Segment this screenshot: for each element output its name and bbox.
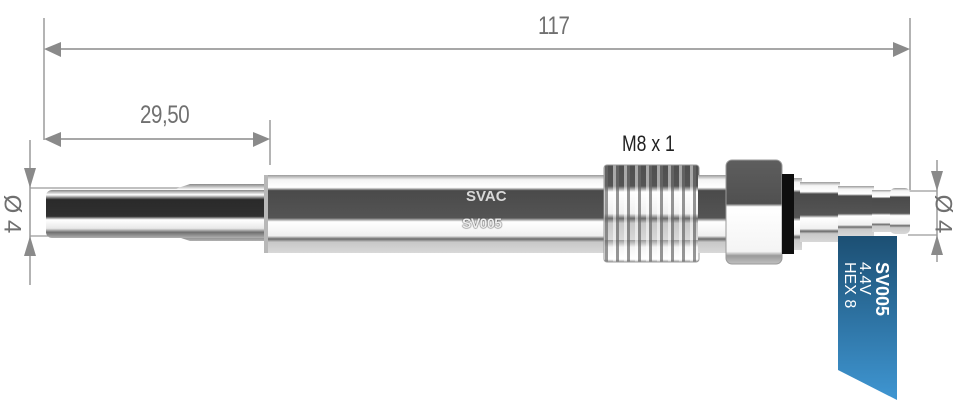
seal-washer [782, 174, 794, 254]
thread-spec-label: M8 x 1 [622, 131, 675, 156]
washer-edge [794, 178, 802, 250]
tip-diameter-label: Ø 4 [0, 194, 26, 234]
tag-voltage: 4.4V [856, 262, 873, 295]
neck [698, 175, 728, 253]
heater-tip [46, 184, 270, 241]
terminal-diameter-dimension [908, 160, 943, 262]
terminal-diameter-label: Ø 4 [929, 194, 957, 234]
tag-hex-size: HEX 8 [841, 262, 858, 309]
tag-part-number: SV005 [872, 262, 892, 317]
tip-length-label: 29,50 [140, 101, 190, 129]
hex-nut [725, 159, 783, 265]
terminal-pin [800, 182, 910, 242]
part-number-marking: SV005 [462, 215, 502, 231]
overall-length-label: 117 [538, 12, 570, 40]
thread-section [603, 164, 700, 263]
spec-tag [838, 236, 897, 400]
brand-marking: SVAC [466, 188, 507, 205]
tip-length-dimension [44, 120, 271, 165]
plug-body [264, 175, 610, 253]
overall-length-dimension [43, 18, 911, 190]
